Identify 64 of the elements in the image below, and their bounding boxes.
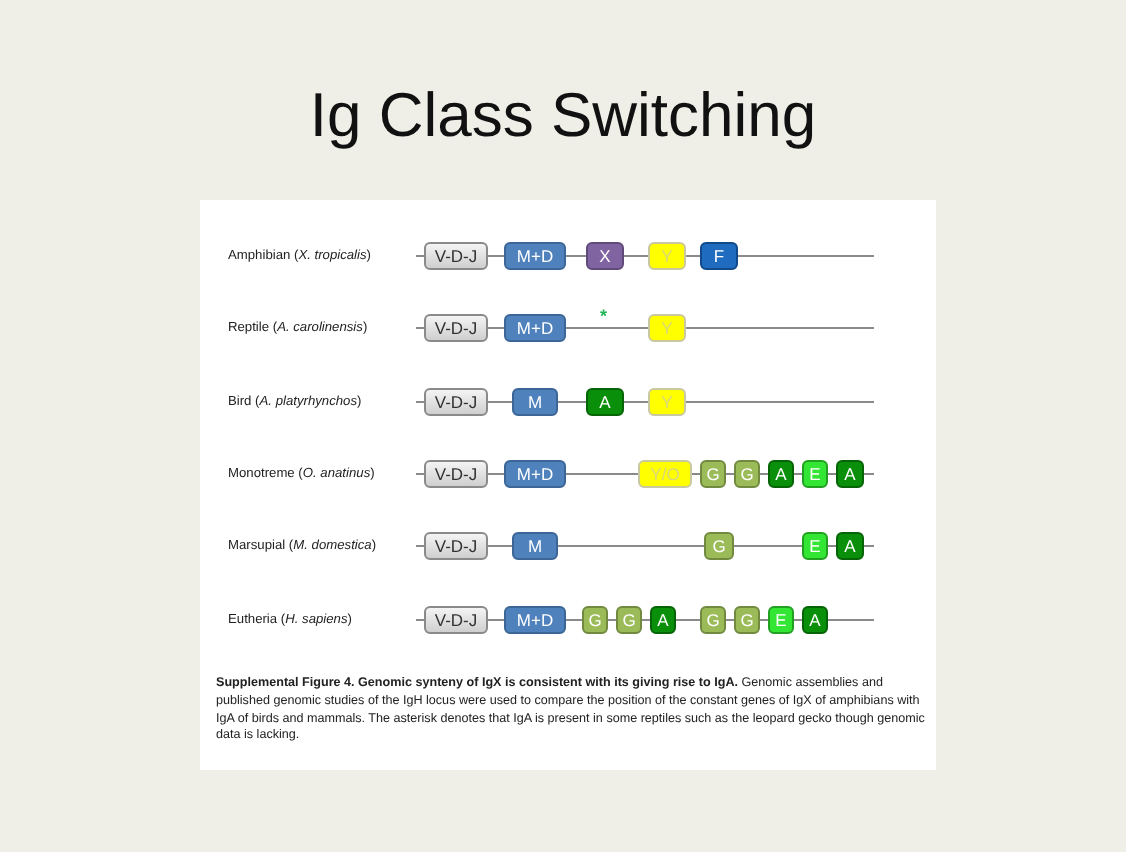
locus-line (557, 545, 705, 547)
locus-line (487, 473, 505, 475)
locus-line (557, 401, 587, 403)
locus-line (641, 619, 651, 621)
gene-segment-box: G (700, 460, 726, 488)
locus-line (565, 473, 639, 475)
gene-segment-box: A (836, 532, 864, 560)
gene-segment-box: A (586, 388, 624, 416)
locus-line (827, 545, 837, 547)
gene-segment-box: G (582, 606, 608, 634)
gene-segment-box: V-D-J (424, 314, 488, 342)
gene-segment-box: X (586, 242, 624, 270)
locus-line (685, 255, 701, 257)
locus-line (487, 327, 505, 329)
gene-segment-box: G (616, 606, 642, 634)
locus-line (675, 619, 701, 621)
locus-line (607, 619, 617, 621)
locus-line (759, 473, 769, 475)
locus-line (623, 255, 649, 257)
gene-segment-box: F (700, 242, 738, 270)
locus-line (793, 619, 803, 621)
gene-segment-box: A (802, 606, 828, 634)
locus-line (725, 619, 735, 621)
locus-line (565, 327, 649, 329)
locus-line (487, 255, 505, 257)
slide-title: Ig Class Switching (307, 80, 819, 152)
gene-segment-box: Y (648, 242, 686, 270)
locus-line (487, 545, 513, 547)
gene-segment-box: E (802, 532, 828, 560)
gene-segment-box: V-D-J (424, 242, 488, 270)
gene-segment-box: V-D-J (424, 460, 488, 488)
locus-line (725, 473, 735, 475)
gene-segment-box: G (704, 532, 734, 560)
gene-segment-box: E (768, 606, 794, 634)
gene-segment-box: Y (648, 388, 686, 416)
gene-segment-box: V-D-J (424, 606, 488, 634)
gene-segment-box: M+D (504, 606, 566, 634)
locus-line (733, 545, 803, 547)
locus-line (827, 473, 837, 475)
locus-line (565, 255, 587, 257)
locus-line (623, 401, 649, 403)
locus-line (793, 473, 803, 475)
gene-segment-box: M+D (504, 242, 566, 270)
locus-line (565, 619, 583, 621)
gene-segment-box: Y/O (638, 460, 692, 488)
gene-segment-box: V-D-J (424, 388, 488, 416)
locus-line (487, 401, 513, 403)
gene-segment-box: G (734, 460, 760, 488)
gene-segment-box: A (836, 460, 864, 488)
locus-line (691, 473, 701, 475)
gene-segment-box: Y (648, 314, 686, 342)
gene-segment-box: A (768, 460, 794, 488)
asterisk-mark: * (600, 308, 608, 326)
locus-line (759, 619, 769, 621)
gene-segment-box: M (512, 388, 558, 416)
gene-segment-box: V-D-J (424, 532, 488, 560)
gene-segment-box: G (734, 606, 760, 634)
gene-segment-box: G (700, 606, 726, 634)
gene-segment-box: E (802, 460, 828, 488)
gene-segment-box: M+D (504, 460, 566, 488)
locus-line (487, 619, 505, 621)
gene-segment-box: A (650, 606, 676, 634)
gene-segment-box: M (512, 532, 558, 560)
gene-segment-box: M+D (504, 314, 566, 342)
